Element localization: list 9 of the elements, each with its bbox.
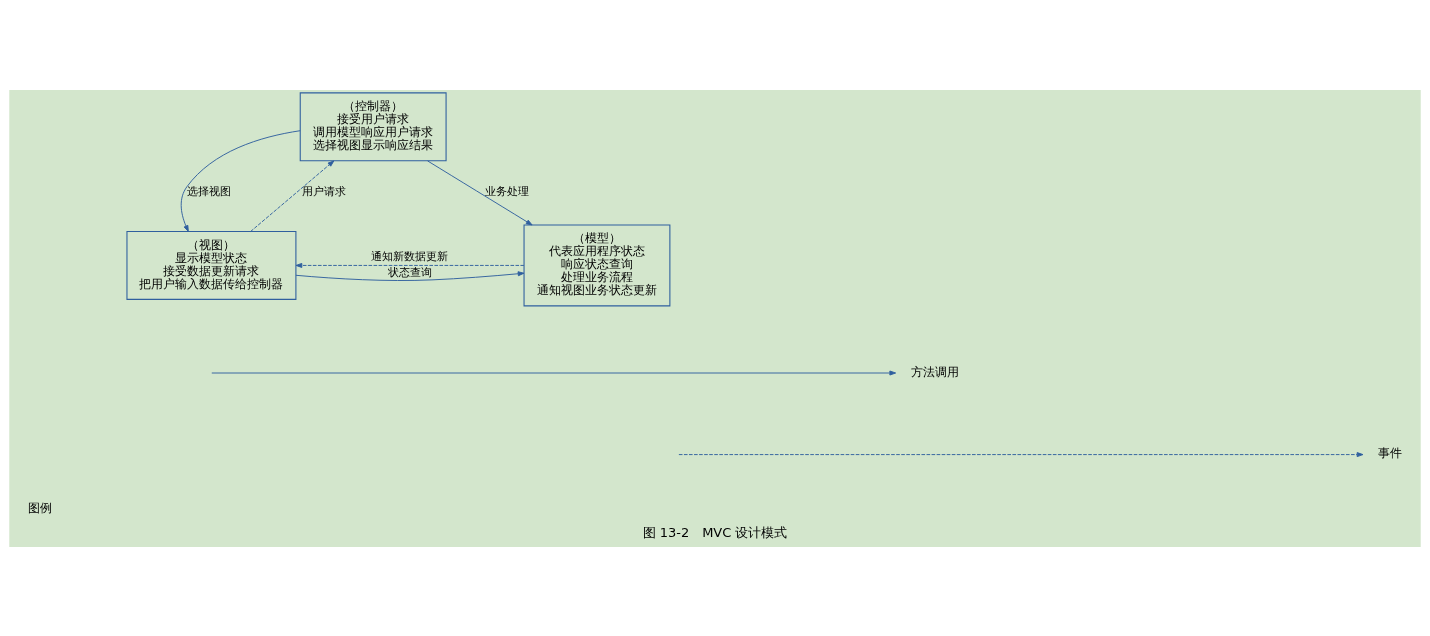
edge-label: 用户请求	[301, 184, 346, 198]
edge-label: 选择视图	[186, 184, 231, 198]
label: 图例	[27, 500, 52, 515]
edge-label: 状态查询	[387, 265, 432, 279]
legend-label: 事件	[1378, 445, 1403, 460]
caption: 图 13-2 MVC 设计模式	[642, 524, 788, 540]
edge-label: 通知新数据更新	[371, 249, 449, 263]
legend-label: 方法调用	[910, 364, 959, 379]
edge-label: 业务处理	[485, 184, 530, 198]
